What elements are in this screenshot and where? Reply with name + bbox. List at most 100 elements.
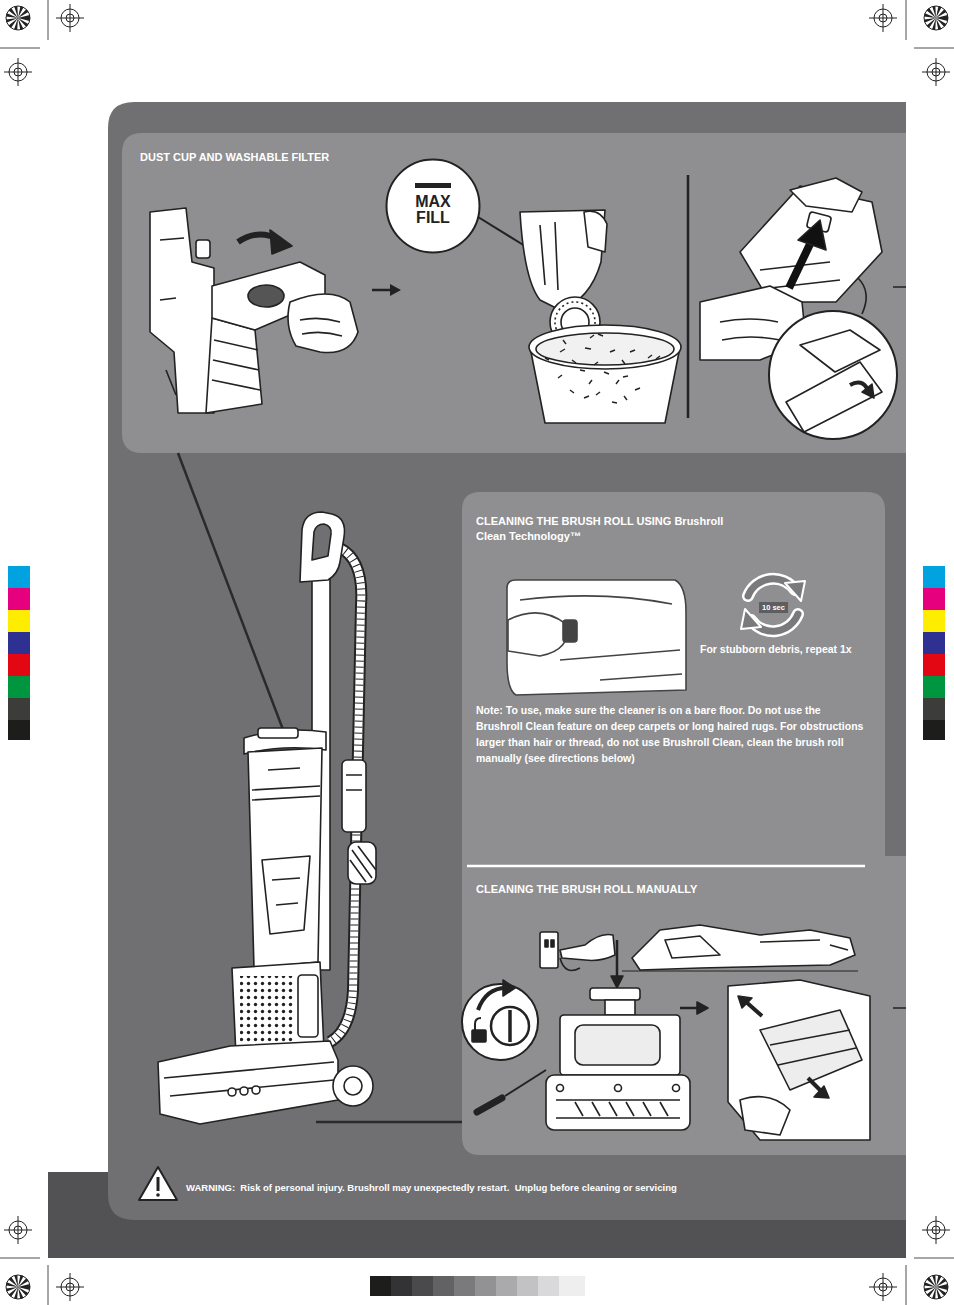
illustration-part — [6, 1275, 30, 1299]
section-panel: DUST CUP AND WASHABLE FILTERMAX FILL — [122, 133, 906, 453]
text-slot: CLEANING THE BRUSH ROLL USING Brushroll … — [476, 514, 738, 544]
illustration-part — [475, 1018, 481, 1030]
illustration-part — [720, 319, 780, 340]
illustration-part — [508, 613, 567, 656]
illustration-part — [300, 318, 342, 336]
illustration-part — [164, 1062, 334, 1096]
illustration-part — [56, 4, 84, 32]
illustration-part — [150, 208, 214, 413]
illustration-part — [798, 220, 826, 250]
illustration-part — [248, 748, 322, 968]
note-text: Note: To use, make sure the cleaner is o… — [476, 702, 870, 766]
illustration-part — [196, 240, 210, 258]
gray-scale-bar — [370, 1276, 585, 1296]
illustration-part — [156, 1193, 160, 1197]
illustration-part — [536, 333, 674, 365]
illustration-part — [924, 1275, 948, 1299]
illustration-part — [157, 1177, 160, 1191]
illustration-part — [4, 58, 32, 86]
illustration-part — [158, 1041, 338, 1124]
illustration-part — [350, 846, 376, 882]
illustration-part — [893, 286, 906, 288]
illustration-part — [728, 980, 870, 1140]
illustration-part — [467, 865, 865, 868]
leader-lines — [178, 453, 462, 1122]
illustration-part — [503, 980, 515, 996]
illustration-part — [923, 632, 945, 654]
illustration-part — [557, 1085, 564, 1092]
fill-line-mark — [415, 183, 451, 188]
illustration-part — [300, 512, 345, 582]
section-heading: CLEANING THE BRUSH ROLL MANUALLY — [476, 882, 806, 897]
illustration-part — [412, 1276, 434, 1296]
illustration-part — [622, 971, 858, 972]
illustration-part — [8, 632, 30, 654]
illustration-part — [316, 1121, 462, 1124]
illustration-part — [8, 698, 30, 720]
illustration-part — [390, 284, 401, 296]
illustration-part — [545, 334, 660, 403]
illustration-part — [252, 768, 320, 800]
illustration-part — [508, 1010, 512, 1042]
illustration-part — [738, 996, 752, 1008]
illustration-part — [789, 242, 811, 288]
illustration-part — [342, 760, 366, 832]
illustration-part — [496, 1276, 518, 1296]
illustration-part — [240, 976, 294, 1042]
manual-cleaning-steps — [462, 925, 906, 1140]
illustration-part — [8, 720, 30, 740]
illustration-part — [560, 958, 580, 970]
illustration-part — [433, 1276, 455, 1296]
illustration-part — [206, 318, 262, 413]
illustration-part — [477, 1098, 502, 1112]
illustration-part — [8, 566, 30, 588]
text-slot: 10 sec — [759, 596, 788, 614]
illustration-part — [560, 1015, 680, 1075]
illustration-part — [862, 384, 874, 398]
text-slot: For stubborn debris, repeat 1x — [700, 642, 852, 657]
illustration-part — [298, 975, 318, 1037]
illustration-part — [923, 676, 945, 698]
illustration-part — [923, 654, 945, 676]
illustration-part — [687, 175, 690, 418]
illustration-part — [922, 1216, 950, 1244]
callout-circle-outline — [387, 160, 480, 253]
illustration-part — [333, 1066, 373, 1106]
illustration-part — [252, 1086, 260, 1094]
text-slot: Note: To use, make sure the cleaner is o… — [476, 702, 870, 766]
illustration-part — [769, 311, 897, 439]
illustration-part — [6, 6, 30, 30]
illustration-part — [8, 588, 30, 610]
illustration-part — [665, 936, 848, 958]
illustration-part — [740, 1097, 790, 1135]
illustration-part — [923, 610, 945, 632]
dust-cup-removal — [150, 208, 358, 413]
illustration-part — [616, 940, 619, 978]
illustration-part — [923, 698, 945, 720]
illustration-part — [584, 211, 607, 252]
illustration-part — [785, 581, 805, 601]
text-slot: CLEANING THE BRUSH ROLL MANUALLY — [476, 882, 806, 897]
step-arrow — [372, 284, 401, 296]
illustration-part — [108, 102, 906, 1220]
illustration-part — [272, 878, 300, 905]
illustration-part — [454, 1276, 476, 1296]
illustration-part — [288, 294, 358, 353]
illustration-part — [462, 984, 538, 1060]
light-panels — [122, 133, 906, 1155]
repeat-hint: For stubborn debris, repeat 1x — [700, 642, 852, 657]
illustration-part — [372, 289, 392, 292]
illustration-part — [4, 1216, 32, 1244]
illustration-part — [575, 1025, 660, 1065]
illustration-part — [563, 620, 577, 642]
illustration-part — [800, 330, 880, 372]
illustration-part — [507, 580, 686, 695]
illustration-part — [8, 610, 30, 632]
illustration-part — [538, 1276, 560, 1296]
illustration-part — [160, 238, 184, 395]
illustration-part — [240, 1087, 248, 1095]
illustration-part — [556, 1100, 680, 1118]
illustration-part — [344, 1077, 362, 1095]
text-slot: WARNING: Risk of personal injury. Brushr… — [186, 1181, 677, 1194]
